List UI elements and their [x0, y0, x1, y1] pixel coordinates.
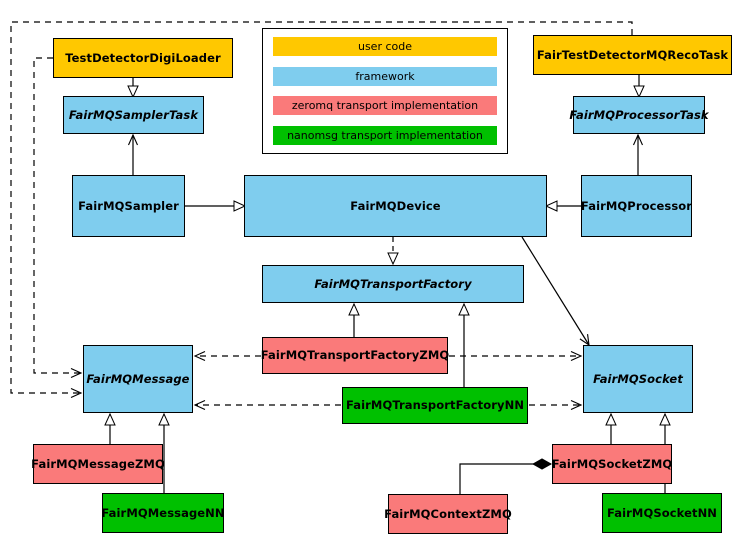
class-node-fairmqprocessor[interactable]: FairMQProcessor	[581, 175, 692, 237]
class-label: FairMQTransportFactoryNN	[345, 398, 525, 413]
class-label: FairMQProcessor	[580, 198, 693, 213]
class-node-fairmqsampler[interactable]: FairMQSampler	[72, 175, 185, 237]
class-label: FairMQProcessorTask	[569, 107, 709, 122]
class-node-fairmqsamplertask[interactable]: FairMQSamplerTask	[63, 96, 204, 134]
edge-device-to-socket	[521, 236, 590, 347]
class-label: TestDetectorDigiLoader	[65, 50, 221, 65]
class-label: FairTestDetectorMQRecoTask	[536, 47, 729, 62]
class-label: FairMQMessage	[86, 371, 190, 386]
class-node-fairmqtransportfactory[interactable]: FairMQTransportFactory	[262, 265, 524, 303]
class-node-fairmqtransportfactoryzmq[interactable]: FairMQTransportFactoryZMQ	[260, 337, 450, 374]
legend-item-zeromq: zeromq transport implementation	[273, 96, 497, 116]
class-node-fairmqmessage[interactable]: FairMQMessage	[83, 345, 193, 413]
class-node-fairmqmessagenn[interactable]: FairMQMessageNN	[101, 493, 225, 533]
class-label: FairMQContextZMQ	[384, 506, 512, 521]
class-node-fairmqsocketnn[interactable]: FairMQSocketNN	[602, 493, 722, 533]
class-label: FairMQTransportFactory	[314, 276, 472, 291]
legend-label-framework: framework	[355, 69, 415, 83]
class-label: FairMQMessageZMQ	[31, 456, 165, 471]
legend-item-nanomsg: nanomsg transport implementation	[273, 125, 497, 145]
legend-label-user-code: user code	[357, 40, 413, 53]
class-label: FairMQSocket	[593, 371, 683, 386]
legend-label-nanomsg: nanomsg transport implementation	[287, 128, 483, 142]
class-node-fairmqsocketzmq[interactable]: FairMQSocketZMQ	[552, 444, 672, 484]
class-node-fairmqmessagezmq[interactable]: FairMQMessageZMQ	[31, 444, 165, 484]
class-node-fairmqtransportfactorynn[interactable]: FairMQTransportFactoryNN	[342, 387, 528, 424]
class-label: FairMQSocketZMQ	[551, 456, 673, 471]
class-node-fairmqdevice[interactable]: FairMQDevice	[244, 175, 547, 237]
class-node-fairmqprocessortask[interactable]: FairMQProcessorTask	[569, 96, 709, 134]
class-node-fairmqsocket[interactable]: FairMQSocket	[583, 345, 693, 413]
edge-contextzmq-to-socketzmq	[459, 464, 551, 494]
class-label: FairMQSamplerTask	[68, 107, 199, 122]
legend-item-user-code: user code	[273, 37, 497, 56]
class-label: FairMQTransportFactoryZMQ	[260, 348, 450, 363]
legend-item-framework: framework	[273, 66, 497, 86]
legend-label-zeromq: zeromq transport implementation	[291, 99, 479, 113]
class-node-fairtestdetectormqrecotask[interactable]: FairTestDetectorMQRecoTask	[533, 35, 732, 75]
class-node-fairmqcontextzmq[interactable]: FairMQContextZMQ	[384, 494, 512, 534]
legend-box: user code framework zeromq transport imp…	[262, 28, 508, 154]
class-label: FairMQMessageNN	[101, 505, 225, 520]
class-label: FairMQDevice	[350, 198, 441, 213]
class-label: FairMQSampler	[78, 198, 179, 213]
class-node-testdetectordigiloader[interactable]: TestDetectorDigiLoader	[53, 38, 233, 78]
class-label: FairMQSocketNN	[606, 505, 718, 520]
